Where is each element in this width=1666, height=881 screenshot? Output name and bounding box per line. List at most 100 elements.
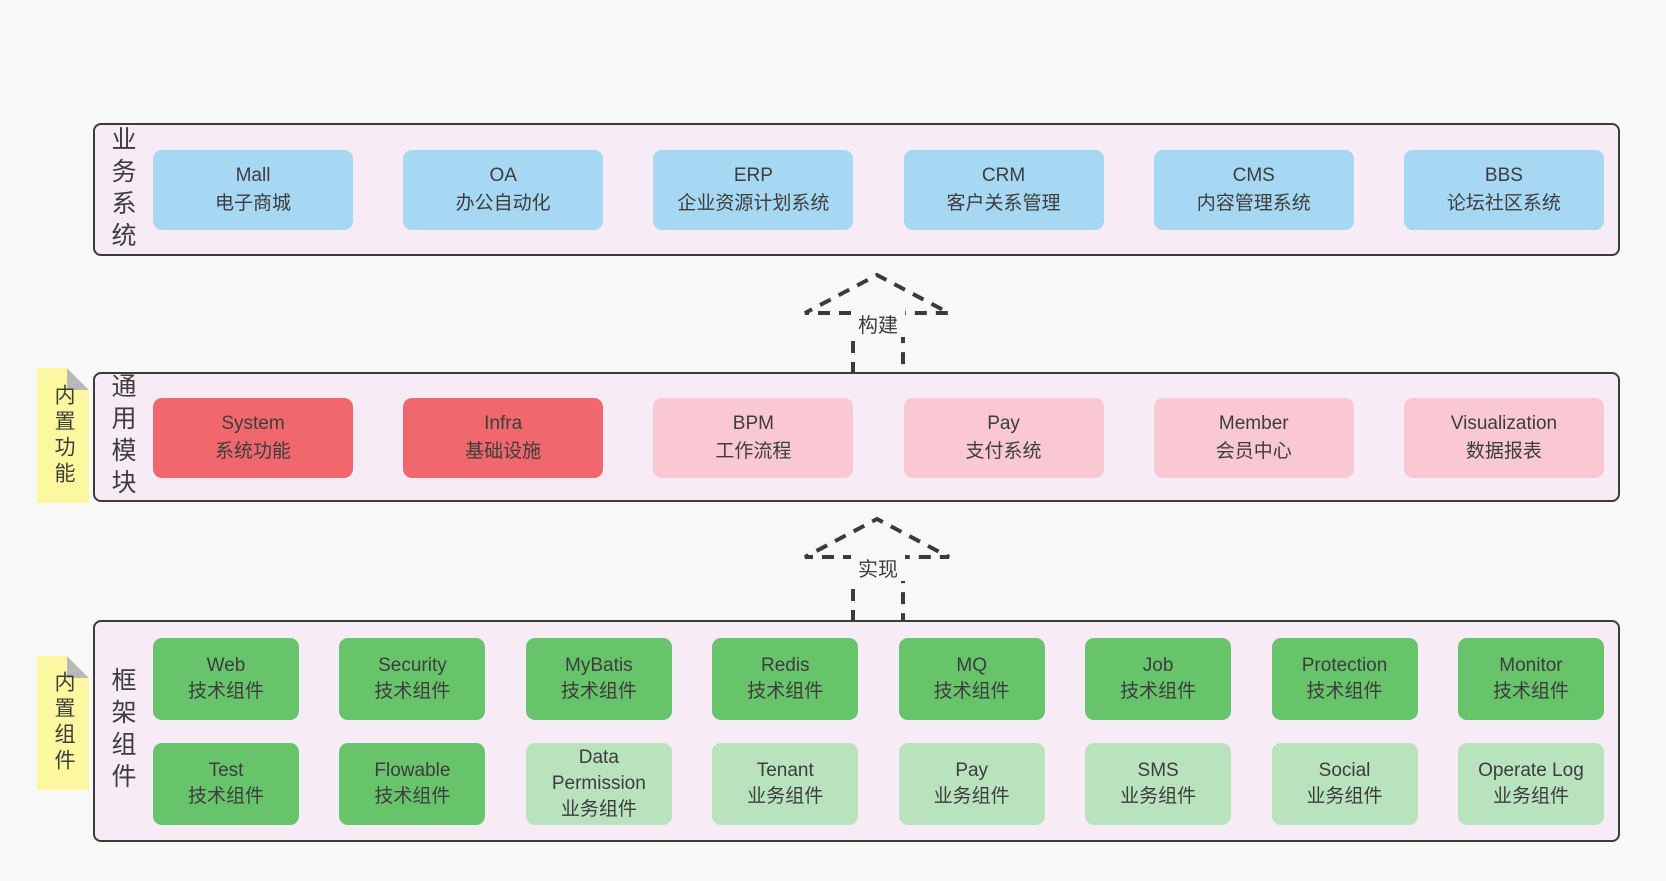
box-security: Security 技术组件 — [339, 638, 486, 720]
box-infra: Infra 基础设施 — [403, 398, 604, 478]
box-zh: 技术组件 — [1120, 681, 1197, 702]
box-en: Security — [378, 654, 447, 676]
box-zh: 技术组件 — [560, 681, 637, 702]
arrow-implement-label: 实现 — [851, 554, 905, 581]
box-en: System — [221, 413, 285, 435]
box-en: CMS — [1232, 165, 1275, 187]
box-zh: 业务组件 — [560, 799, 637, 821]
box-en: Flowable — [374, 759, 451, 781]
box-operate-log: Operate Log 业务组件 — [1457, 743, 1604, 825]
sticky-built-in-features-label: 内置功能 — [52, 383, 75, 488]
box-en: MQ — [956, 654, 987, 676]
sticky-built-in-components: 内置组件 — [37, 656, 89, 790]
box-member: Member 会员中心 — [1153, 398, 1354, 478]
box-sms: SMS 业务组件 — [1085, 743, 1232, 825]
box-en: Visualization — [1450, 413, 1558, 435]
box-pay-biz: Pay 业务组件 — [898, 743, 1045, 825]
box-web: Web 技术组件 — [153, 638, 299, 720]
box-data-permission: Data Permission 业务组件 — [525, 743, 672, 825]
box-zh: 技术组件 — [1306, 681, 1383, 702]
box-en: Operate Log — [1478, 759, 1584, 781]
box-zh: 技术组件 — [374, 681, 451, 702]
box-redis: Redis 技术组件 — [712, 638, 859, 720]
box-en: Data Permission — [551, 746, 646, 794]
box-zh: 业务组件 — [1120, 786, 1197, 807]
framework-row-2: Test 技术组件 Flowable 技术组件 Data Permission … — [153, 743, 1604, 825]
box-mybatis: MyBatis 技术组件 — [525, 638, 672, 720]
box-zh: 业务组件 — [1306, 786, 1383, 807]
layer-common-modules: 通用模块 System 系统功能 Infra 基础设施 BPM 工作流程 Pay… — [93, 372, 1620, 502]
sticky-built-in-features: 内置功能 — [37, 368, 89, 503]
box-zh: 技术组件 — [187, 681, 264, 702]
box-zh: 客户关系管理 — [946, 193, 1061, 214]
box-zh: 业务组件 — [933, 786, 1010, 807]
box-zh: 业务组件 — [1492, 786, 1569, 807]
box-zh: 业务组件 — [747, 786, 824, 807]
box-en: Job — [1142, 654, 1174, 676]
box-bpm: BPM 工作流程 — [653, 398, 854, 478]
arrow-build-label: 构建 — [851, 310, 905, 337]
layer-business-systems-label: 业务系统 — [108, 125, 136, 254]
box-zh: 基础设施 — [465, 441, 542, 462]
box-flowable: Flowable 技术组件 — [339, 743, 486, 825]
box-pay: Pay 支付系统 — [903, 398, 1104, 478]
box-en: Monitor — [1499, 654, 1563, 676]
box-en: Redis — [760, 654, 810, 676]
layer-framework-components-label: 框架组件 — [108, 667, 136, 795]
box-en: Pay — [955, 759, 989, 781]
business-boxes-row: Mall 电子商城 OA 办公自动化 ERP 企业资源计划系统 CRM 客户关系… — [153, 150, 1604, 230]
box-zh: 内容管理系统 — [1196, 193, 1311, 214]
box-en: Social — [1318, 759, 1371, 781]
box-en: Protection — [1301, 654, 1388, 676]
box-cms: CMS 内容管理系统 — [1153, 150, 1354, 230]
box-en: Test — [208, 759, 244, 781]
box-en: Web — [206, 654, 246, 676]
box-zh: 办公自动化 — [455, 193, 551, 214]
box-system: System 系统功能 — [153, 398, 353, 478]
box-zh: 支付系统 — [965, 441, 1042, 462]
box-zh: 系统功能 — [214, 441, 291, 462]
arrow-build: 构建 — [798, 270, 958, 374]
box-zh: 技术组件 — [187, 786, 264, 807]
box-en: Infra — [484, 413, 523, 435]
box-zh: 会员中心 — [1215, 441, 1292, 462]
box-zh: 技术组件 — [747, 681, 824, 702]
box-tenant: Tenant 业务组件 — [712, 743, 859, 825]
box-en: BPM — [732, 413, 774, 435]
box-test: Test 技术组件 — [153, 743, 299, 825]
box-zh: 企业资源计划系统 — [677, 193, 830, 214]
box-en: BBS — [1484, 165, 1523, 187]
box-zh: 论坛社区系统 — [1446, 193, 1561, 214]
box-zh: 技术组件 — [1492, 681, 1569, 702]
box-bbs: BBS 论坛社区系统 — [1403, 150, 1604, 230]
box-oa: OA 办公自动化 — [403, 150, 604, 230]
box-zh: 工作流程 — [715, 441, 792, 462]
box-erp: ERP 企业资源计划系统 — [653, 150, 854, 230]
box-zh: 技术组件 — [374, 786, 451, 807]
layer-common-modules-label: 通用模块 — [108, 373, 136, 501]
box-protection: Protection 技术组件 — [1271, 638, 1418, 720]
box-visualization: Visualization 数据报表 — [1403, 398, 1604, 478]
arrow-implement: 实现 — [798, 514, 958, 622]
box-en: Tenant — [756, 759, 814, 781]
box-en: CRM — [981, 165, 1026, 187]
box-en: Member — [1218, 413, 1289, 435]
box-en: Pay — [987, 413, 1020, 435]
box-mall: Mall 电子商城 — [153, 150, 353, 230]
box-en: MyBatis — [565, 654, 633, 676]
box-social: Social 业务组件 — [1271, 743, 1418, 825]
box-crm: CRM 客户关系管理 — [903, 150, 1104, 230]
modules-boxes-row: System 系统功能 Infra 基础设施 BPM 工作流程 Pay 支付系统… — [153, 398, 1604, 478]
sticky-built-in-components-label: 内置组件 — [52, 671, 75, 775]
box-job: Job 技术组件 — [1085, 638, 1232, 720]
framework-row-1: Web 技术组件 Security 技术组件 MyBatis 技术组件 Redi… — [153, 638, 1604, 720]
box-monitor: Monitor 技术组件 — [1457, 638, 1604, 720]
box-zh: 数据报表 — [1465, 441, 1542, 462]
box-en: SMS — [1137, 759, 1179, 781]
box-en: Mall — [235, 165, 271, 187]
box-zh: 技术组件 — [933, 681, 1010, 702]
box-zh: 电子商城 — [214, 193, 291, 214]
layer-business-systems: 业务系统 Mall 电子商城 OA 办公自动化 ERP 企业资源计划系统 CRM… — [93, 123, 1620, 256]
layer-framework-components: 框架组件 Web 技术组件 Security 技术组件 MyBatis 技术组件… — [93, 620, 1620, 842]
